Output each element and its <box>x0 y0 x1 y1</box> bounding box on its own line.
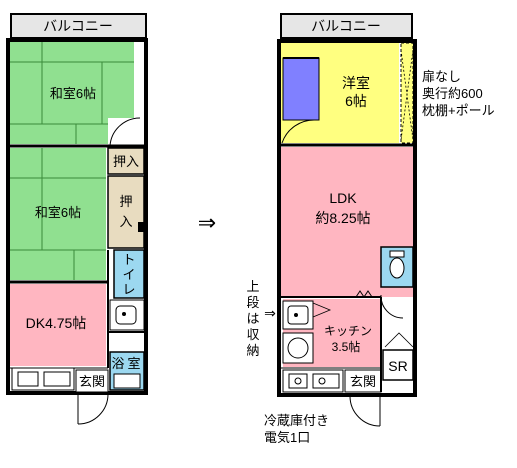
plan-after: バルコニー 洋室 6帖 LDK 約8.25帖 キッチン 3.5帖 <box>277 13 417 427</box>
kitchen-label-2: 3.5帖 <box>332 339 361 354</box>
note-storage: 上 段 ⇒ は 収 納 <box>246 279 276 358</box>
plan-before: バルコニー 和室6帖 和室6帖 <box>6 13 148 425</box>
note-closet-line-3: 枕棚+ポール <box>422 103 495 118</box>
note-storage-char-5: 納 <box>246 343 259 358</box>
oshiire-1-label: 押入 <box>113 154 139 169</box>
genkan-after-label: 玄関 <box>350 374 376 389</box>
note-fridge-line-2: 電気1口 <box>264 430 310 445</box>
note-closet-line-2: 奥行約600 <box>422 86 483 101</box>
balcony-after-label: バルコニー <box>311 18 381 34</box>
ldk-label-1: LDK <box>329 190 357 206</box>
washitsu-top-label: 和室6帖 <box>50 86 96 101</box>
bed-after <box>282 57 320 121</box>
youshitsu-label-1: 洋室 <box>342 75 370 91</box>
note-storage-char-1: 上 <box>246 279 259 294</box>
washitsu-mid-label: 和室6帖 <box>35 205 81 220</box>
oshiire-2-label-b: 入 <box>119 214 132 229</box>
sr-label: SR <box>388 358 407 374</box>
note-storage-char-2: 段 <box>246 295 259 310</box>
toilet-label-1: ト <box>122 252 135 267</box>
toilet-label-2: イ <box>122 267 135 282</box>
note-fridge-line-1: 冷蔵庫付き <box>264 413 329 428</box>
oshiire-2-label-a: 押 <box>119 194 132 209</box>
bath-label-1: 浴 <box>111 356 124 371</box>
balcony-after <box>280 13 413 39</box>
note-storage-arrow: ⇒ <box>264 305 276 321</box>
sr-room <box>382 349 414 381</box>
balcony-before-label: バルコニー <box>43 18 113 34</box>
dk-room <box>10 284 106 366</box>
dk-label: DK4.75帖 <box>26 315 87 331</box>
open-closet <box>400 42 414 144</box>
outer-wall-before <box>6 38 148 395</box>
kitchen-label-1: キッチン <box>324 324 372 338</box>
ldk-label-2: 約8.25帖 <box>315 210 370 226</box>
toilet-label-3: レ <box>122 282 135 297</box>
youshitsu-label-2: 6帖 <box>345 93 367 109</box>
toilet-before <box>113 249 145 299</box>
genkan-before-label: 玄関 <box>79 374 105 389</box>
oshiire-1 <box>107 147 145 175</box>
transition-arrow: ⇒ <box>198 210 216 235</box>
note-storage-char-4: 収 <box>246 327 259 342</box>
note-closet: 扉なし 奥行約600 枕棚+ポール <box>422 69 495 118</box>
note-storage-char-3: は <box>246 311 259 326</box>
washitsu-mid <box>10 148 106 280</box>
bath-label-2: 室 <box>127 356 140 371</box>
note-closet-line-1: 扉なし <box>422 69 461 84</box>
oshiire-2 <box>107 175 145 249</box>
outer-wall-after <box>277 39 417 397</box>
genkan-before <box>75 369 109 393</box>
note-fridge: 冷蔵庫付き 電気1口 <box>264 413 329 445</box>
